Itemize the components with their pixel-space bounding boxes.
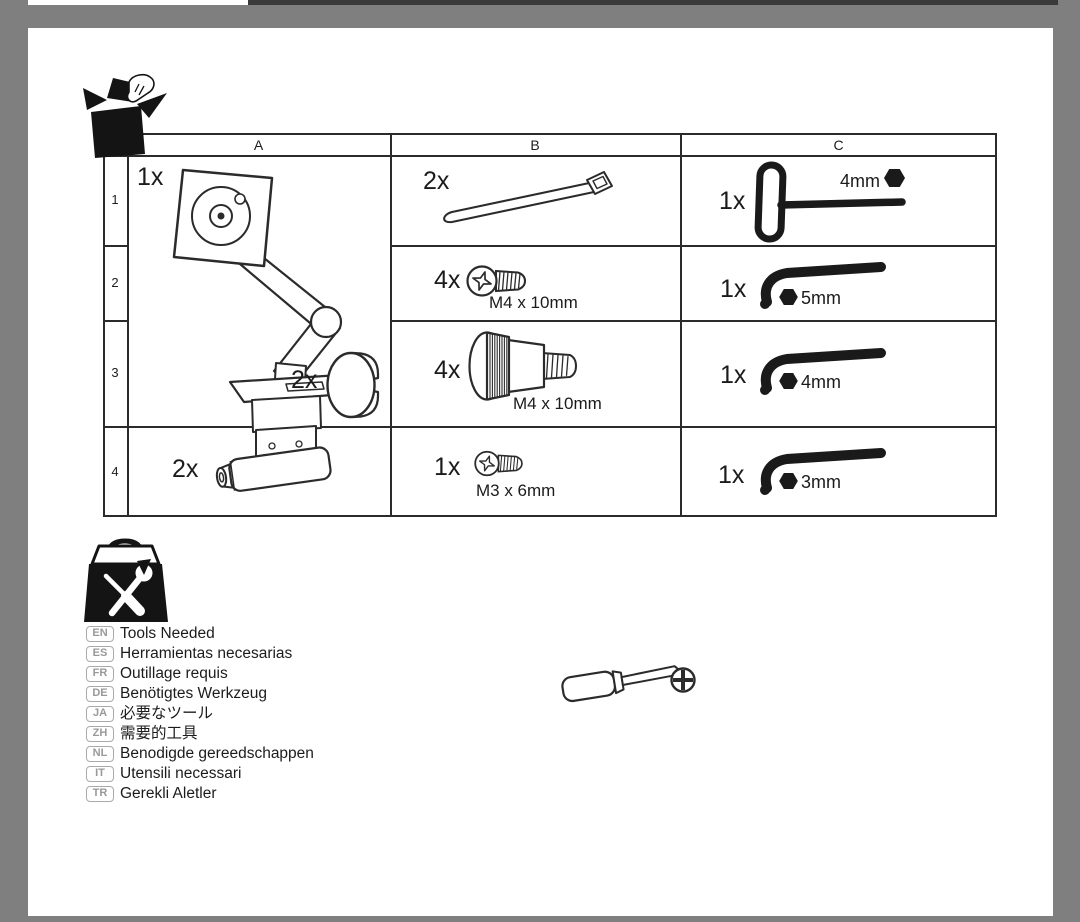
language-label: Gerekli Aletler: [120, 785, 217, 802]
hex-size-label: 4mm: [801, 372, 841, 392]
viewer-bottom-strip: [28, 916, 1053, 922]
table-col-line: [680, 133, 682, 517]
hex-nut-icon: [779, 373, 798, 389]
header-cell-b: B: [530, 137, 540, 153]
screw-size-label: M4 x 10mm: [489, 293, 578, 312]
qty-label-screw-m3: 1x: [434, 453, 461, 481]
language-row: ZH 需要的工具: [86, 724, 506, 744]
language-row: TR Gerekli Aletler: [86, 784, 506, 804]
hex-size-label: 3mm: [801, 472, 841, 492]
hex-nut-icon: [884, 169, 905, 187]
monitor-arm-illustration: [172, 168, 372, 464]
hex-nut-icon: [779, 473, 798, 489]
thumbscrew-illustration: [468, 331, 577, 401]
language-label: Benodigde gereedschappen: [120, 745, 314, 762]
table-col-line: [390, 133, 392, 517]
language-code-badge: IT: [86, 766, 114, 782]
header-cell-a: A: [253, 137, 264, 153]
language-row: EN Tools Needed: [86, 624, 506, 644]
language-code-badge: FR: [86, 666, 114, 682]
qty-label-screw-m4: 4x: [434, 266, 461, 294]
table-row-line: [390, 245, 997, 247]
qty-label-tube: 2x: [172, 455, 199, 483]
language-row: ES Herramientas necesarias: [86, 644, 506, 664]
language-code-badge: NL: [86, 746, 114, 762]
language-code-badge: ES: [86, 646, 114, 662]
row-number-3: 3: [111, 365, 119, 380]
hex-size-label: 4mm: [840, 171, 880, 191]
language-label: 需要的工具: [120, 725, 198, 742]
cable-tie-illustration: [443, 171, 613, 224]
language-row: JA 必要なツール: [86, 704, 506, 724]
table-row-line: [103, 155, 997, 157]
hex-nut-icon: [779, 289, 798, 305]
language-label: 必要なツール: [120, 705, 214, 722]
language-code-badge: ZH: [86, 726, 114, 742]
qty-label-cable-tie: 2x: [423, 167, 450, 195]
qty-label-lkey-5mm: 1x: [720, 275, 747, 303]
table-row-line: [103, 426, 997, 428]
hex-key-l-illustration: [760, 448, 886, 495]
row-number-1: 1: [111, 192, 119, 207]
spacer-tube-illustration: [215, 446, 332, 492]
qty-label-tkey: 1x: [719, 187, 746, 215]
screw-m3-illustration: [474, 450, 523, 477]
language-code-badge: TR: [86, 786, 114, 802]
language-code-badge: JA: [86, 706, 114, 722]
table-row-line: [103, 245, 129, 247]
hex-key-t-handle-illustration: [754, 161, 906, 243]
top-dark-bar: [248, 0, 1058, 5]
language-label: Outillage requis: [120, 665, 228, 682]
qty-label-arm: 1x: [137, 163, 164, 191]
language-label: Herramientas necesarias: [120, 645, 293, 662]
screwdriver-illustration: [561, 665, 696, 703]
table-row-line: [103, 320, 129, 322]
thumbscrew-size-label: M4 x 10mm: [513, 394, 602, 413]
round-clip-illustration: [326, 351, 380, 419]
language-code-badge: DE: [86, 686, 114, 702]
language-label: Utensili necessari: [120, 765, 242, 782]
language-row: DE Benötigtes Werkzeug: [86, 684, 506, 704]
qty-label-disc: 2x: [291, 366, 318, 394]
table-row-line: [390, 320, 997, 322]
phillips-head-icon: [670, 667, 696, 693]
language-row: FR Outillage requis: [86, 664, 506, 684]
qty-label-lkey-3mm: 1x: [718, 461, 745, 489]
row-number-2: 2: [111, 275, 119, 290]
language-row: IT Utensili necessari: [86, 764, 506, 784]
unpacking-box-icon: [83, 73, 167, 158]
table-col-line: [127, 133, 129, 517]
toolbox-icon: [84, 538, 168, 622]
hex-key-l-illustration: [760, 262, 886, 309]
screw-size-label: M3 x 6mm: [476, 481, 556, 500]
language-row: NL Benodigde gereedschappen: [86, 744, 506, 764]
qty-label-thumbscrew: 4x: [434, 356, 461, 384]
hex-size-label: 5mm: [801, 288, 841, 308]
language-label: Benötigtes Werkzeug: [120, 685, 268, 702]
language-code-badge: EN: [86, 626, 114, 642]
language-label: Tools Needed: [120, 625, 215, 642]
row-number-4: 4: [111, 464, 119, 479]
parts-table: [103, 133, 997, 517]
header-cell-c: C: [833, 137, 844, 153]
hex-key-l-illustration: [760, 348, 886, 395]
screw-m4-illustration: [466, 265, 527, 297]
qty-label-lkey-4mm: 1x: [720, 361, 747, 389]
